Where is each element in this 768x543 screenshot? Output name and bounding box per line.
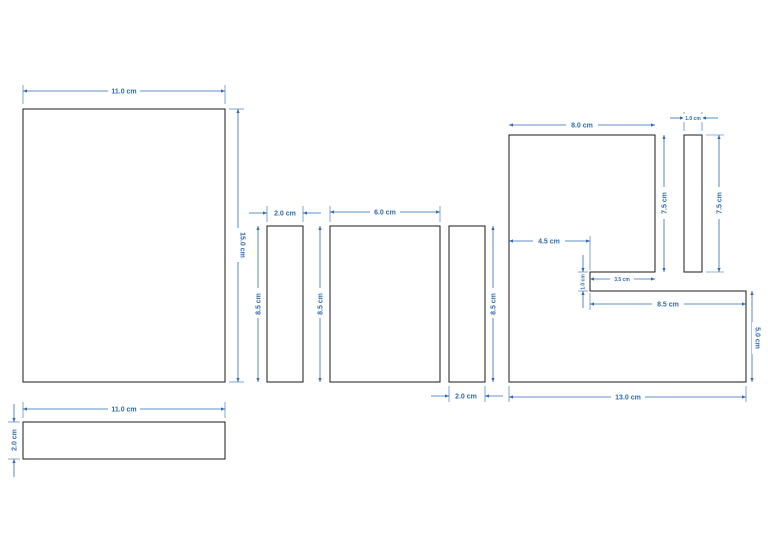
label-bg xyxy=(233,228,243,262)
base-panel-outline xyxy=(22,108,226,383)
l-slot-width-label: 3.5 cm xyxy=(614,277,630,283)
label-bg xyxy=(315,288,325,318)
strip-panel-outline xyxy=(22,421,226,460)
l-lower-width-label: 8.5 cm xyxy=(657,302,679,309)
center-panel-outline xyxy=(329,225,441,383)
label-bg xyxy=(9,424,19,454)
label-bg xyxy=(566,120,598,130)
label-bg xyxy=(452,391,481,401)
center-panel: 6.0 cm 8.5 cm xyxy=(315,206,441,383)
label-bg xyxy=(253,288,263,318)
l-top-width-label: 8.0 cm xyxy=(571,123,593,130)
left-post-outline xyxy=(266,225,304,383)
bar-width-label: 1.0 cm xyxy=(685,116,701,122)
narrow-bar-outline xyxy=(683,134,703,273)
label-bg xyxy=(611,392,645,402)
left-post-width-label: 2.0 cm xyxy=(274,211,296,218)
label-bg xyxy=(370,207,400,217)
center-panel-height-label: 8.5 cm xyxy=(318,293,325,315)
right-post-outline xyxy=(448,225,486,383)
narrow-bar: 1.0 cm 7.5 cm xyxy=(670,112,724,273)
label-bg xyxy=(579,274,587,290)
label-bg xyxy=(488,288,498,318)
l-right-height-label: 5.0 cm xyxy=(754,327,761,349)
l-inner-offset-label: 4.5 cm xyxy=(538,239,560,246)
label-bg xyxy=(108,86,140,96)
label-bg xyxy=(714,187,724,219)
label-bg xyxy=(683,114,703,122)
label-bg xyxy=(610,275,634,283)
label-bg xyxy=(659,187,669,219)
l-shaped-panel: 8.0 cm 7.5 cm 4.5 cm 1.0 cm 3.5 cm 8.5 c… xyxy=(508,120,764,402)
base-panel: 11.0 cm 15.0 cm xyxy=(22,85,246,383)
strip-width-label: 11.0 cm xyxy=(111,407,136,414)
l-shaped-panel-outline xyxy=(508,134,747,383)
strip-height-label: 2.0 cm xyxy=(12,429,19,451)
bar-height-label: 7.5 cm xyxy=(717,192,724,214)
right-post-height-label: 8.5 cm xyxy=(491,293,498,315)
right-post: 2.0 cm 8.5 cm xyxy=(431,225,503,402)
label-bg xyxy=(108,404,140,414)
label-bg xyxy=(533,236,565,246)
l-slot-height-label: 1.0 cm xyxy=(581,274,587,290)
base-width-label: 11.0 cm xyxy=(111,89,136,96)
center-panel-width-label: 6.0 cm xyxy=(374,210,396,217)
l-total-width-label: 13.0 cm xyxy=(615,395,641,402)
left-post-height-label: 8.5 cm xyxy=(256,293,263,315)
right-post-width-label: 2.0 cm xyxy=(455,394,477,401)
strip-panel: 11.0 cm 2.0 cm xyxy=(8,402,226,477)
left-post: 2.0 cm 8.5 cm xyxy=(249,206,321,383)
label-bg xyxy=(271,208,300,218)
label-bg xyxy=(752,322,764,354)
l-vertical-label: 7.5 cm xyxy=(662,192,669,214)
base-height-label: 15.0 cm xyxy=(239,232,246,258)
label-bg xyxy=(652,299,684,309)
